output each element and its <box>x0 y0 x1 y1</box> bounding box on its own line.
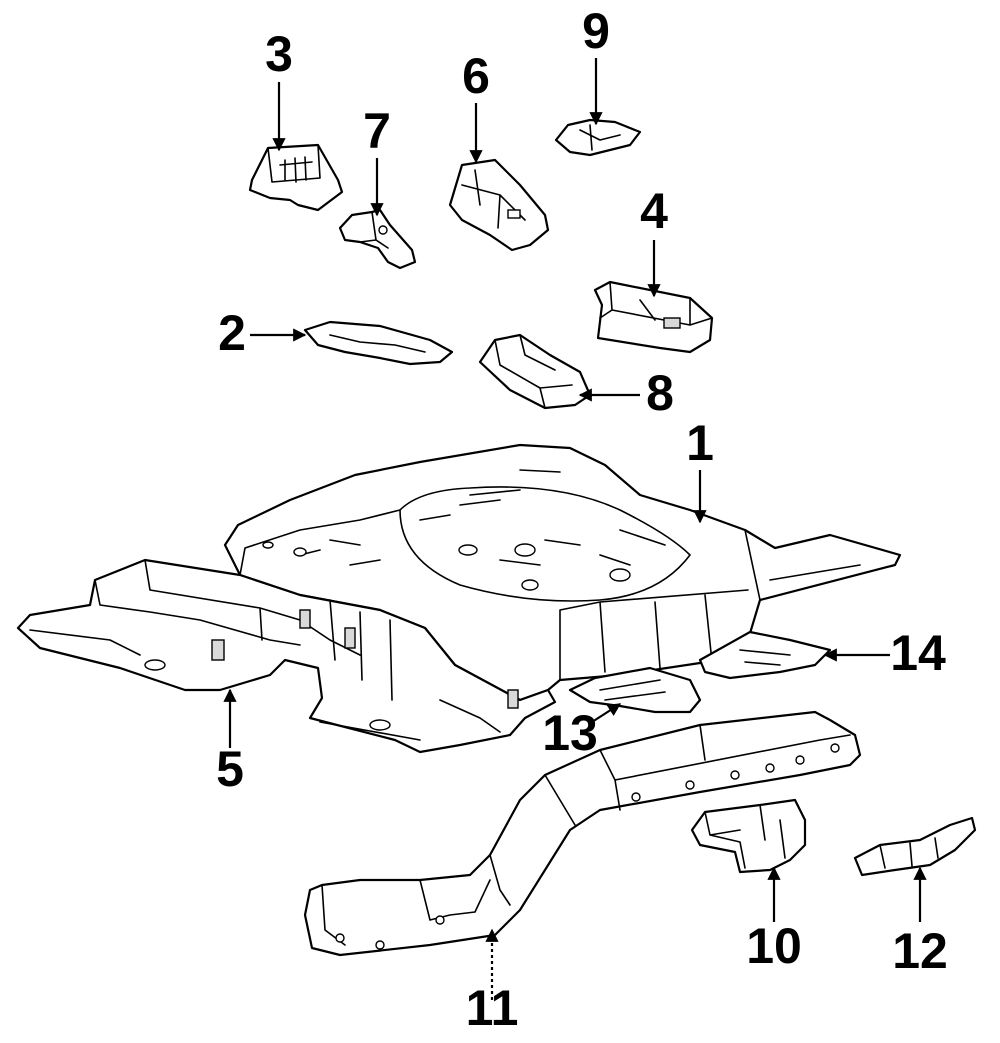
callout-11: 11 <box>466 980 519 1036</box>
callout-3: 3 <box>265 26 293 82</box>
callout-13: 13 <box>542 705 598 761</box>
part-4-bracket <box>593 280 714 354</box>
callout-12: 12 <box>892 923 948 979</box>
part-12-reinforcement <box>853 816 977 877</box>
part-2-panel <box>303 320 454 366</box>
callout-14: 14 <box>890 625 946 681</box>
callout-7: 7 <box>363 103 391 159</box>
callout-1: 1 <box>686 415 714 471</box>
leader-lines <box>223 58 927 1000</box>
callout-9: 9 <box>582 3 610 59</box>
part-11-frame-rail <box>303 710 862 957</box>
part-3-bracket <box>248 143 344 212</box>
callout-10: 10 <box>746 918 802 974</box>
leader-13 <box>591 703 622 723</box>
part-9-plate <box>554 118 642 157</box>
part-5-floor-extension <box>16 558 557 754</box>
callout-4: 4 <box>640 183 668 239</box>
part-1-rear-floor-pan <box>223 443 902 702</box>
callout-2: 2 <box>218 305 246 361</box>
callout-5: 5 <box>216 741 244 797</box>
callout-labels: 3 7 6 9 4 2 8 1 5 13 14 11 10 12 <box>216 3 948 1036</box>
part-7-bracket <box>338 208 417 270</box>
callout-8: 8 <box>646 365 674 421</box>
part-10-bracket <box>690 798 807 874</box>
part-13-crossmember <box>568 666 702 714</box>
part-14-floor-bracket <box>698 630 832 680</box>
callout-6: 6 <box>462 48 490 104</box>
part-6-plate <box>448 158 550 252</box>
part-8-bracket <box>478 333 592 410</box>
